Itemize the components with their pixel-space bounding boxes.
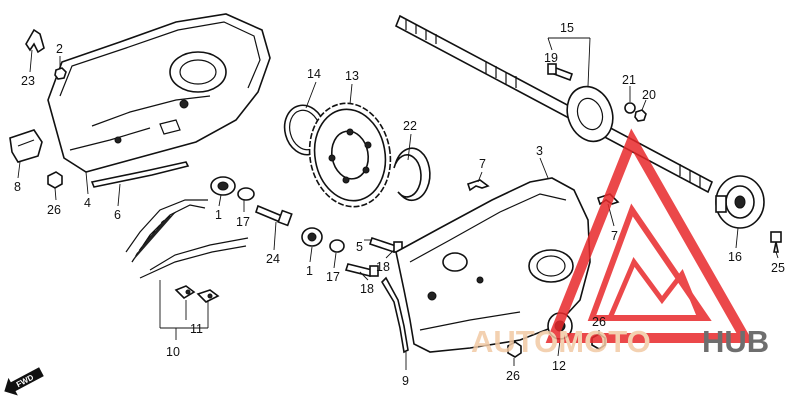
watermark-text-light: AUTOMOTO [471, 324, 651, 359]
bolt-part [255, 204, 293, 227]
watermark-text-dark: HUB [702, 324, 769, 359]
callout-label: 12 [552, 359, 566, 373]
callout-label: 1 [306, 264, 313, 278]
rubber-collar [301, 227, 323, 247]
nut-part [634, 109, 647, 122]
hub-flange [715, 175, 765, 229]
bolt-part [344, 263, 379, 277]
rear-axle [394, 14, 714, 194]
callout-label: 7 [479, 157, 486, 171]
callout-label: 22 [403, 119, 417, 133]
bracket-part [9, 129, 43, 163]
callout-label: 2 [56, 42, 63, 56]
callout-label: 3 [536, 144, 543, 158]
callout-label: 13 [345, 69, 359, 83]
chain-case-upper [47, 13, 271, 173]
washer-part [329, 239, 345, 253]
washer-part [624, 102, 636, 114]
callout-label: 17 [326, 270, 340, 284]
callout-label: 21 [622, 73, 636, 87]
washer-part [237, 187, 255, 201]
callout-label: 16 [728, 250, 742, 264]
callout-label: 4 [84, 196, 91, 210]
callout-label: 26 [592, 315, 606, 329]
rubber-collar [210, 176, 236, 196]
callout-label: 17 [236, 215, 250, 229]
callout-label: 7 [611, 229, 618, 243]
chain-link-plates [174, 285, 220, 303]
callout-label: 1 [215, 208, 222, 222]
watermark: AUTOMOTO HUB [471, 128, 769, 359]
watermark-logo-icon [545, 128, 754, 343]
callout-label: 5 [356, 240, 363, 254]
callout-label: 15 [560, 21, 574, 35]
circlip-part [393, 147, 431, 202]
callout-label: 20 [642, 88, 656, 102]
callout-label: 18 [360, 282, 374, 296]
callouts: 23 2 8 26 4 6 1 17 24 14 13 22 7 3 15 19… [14, 21, 785, 388]
drive-chain [125, 199, 249, 279]
chain-case-lower [395, 177, 591, 353]
callout-label: 23 [21, 74, 35, 88]
clip-part [466, 179, 490, 192]
bolt-part [547, 63, 574, 82]
callout-label: 11 [190, 322, 203, 336]
callout-label: 6 [114, 208, 121, 222]
callout-label: 18 [376, 260, 390, 274]
chain-case-strip [90, 161, 190, 188]
callout-label: 14 [307, 67, 321, 81]
callout-label: 9 [402, 374, 409, 388]
callout-label: 25 [771, 261, 785, 275]
clip-part [25, 28, 45, 54]
callout-label: 8 [14, 180, 21, 194]
bolt-part [770, 231, 782, 253]
bolt-part [368, 236, 403, 254]
chain-case-strip [380, 276, 409, 354]
nut-part [507, 341, 522, 358]
callout-label: 26 [506, 369, 520, 383]
nut-part [47, 171, 63, 189]
nut-part [54, 67, 67, 80]
callout-label: 19 [544, 51, 558, 65]
callout-label: 10 [166, 345, 180, 359]
forward-arrow-icon: FWD [4, 367, 44, 396]
sprocket-part [308, 102, 392, 208]
callout-label: 24 [266, 252, 280, 266]
callout-label: 26 [47, 203, 61, 217]
